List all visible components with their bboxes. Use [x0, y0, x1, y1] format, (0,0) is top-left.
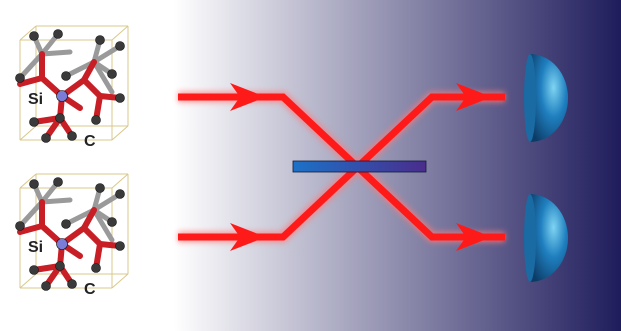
- carbon-atom: [67, 131, 77, 141]
- detector-top-rim: [524, 54, 536, 142]
- carbon-atom: [61, 219, 71, 229]
- bond: [81, 59, 97, 83]
- bond: [81, 77, 103, 99]
- carbon-atom: [91, 263, 101, 273]
- cell-edge: [19, 125, 37, 141]
- carbon-atom: [29, 117, 39, 127]
- carbon-atom: [29, 31, 39, 41]
- silicon-atom: [56, 90, 68, 102]
- carbon-label: C: [84, 281, 96, 298]
- carbon-atom: [53, 29, 63, 39]
- beam-splitter: [292, 160, 427, 173]
- cell-edge: [19, 273, 37, 289]
- input-arrow-top: [230, 83, 266, 111]
- sic-crystal-top: SiC: [15, 25, 129, 150]
- bond: [91, 207, 115, 243]
- carbon-atom: [61, 71, 71, 81]
- detector-bottom-dome: [530, 194, 568, 282]
- carbon-atom: [115, 93, 125, 103]
- silicon-label: Si: [28, 239, 43, 256]
- carbon-atom: [115, 241, 125, 251]
- carbon-atom: [29, 179, 39, 189]
- cell-edge: [111, 273, 129, 289]
- bond: [81, 207, 97, 231]
- cell-edge: [111, 25, 129, 41]
- bond: [17, 223, 45, 235]
- bond: [91, 59, 115, 95]
- bond: [91, 191, 123, 213]
- carbon-atom: [91, 115, 101, 125]
- carbon-atom: [41, 133, 51, 143]
- detector-bottom-rim: [524, 194, 536, 282]
- cell-edge: [111, 125, 129, 141]
- carbon-atom: [55, 261, 65, 271]
- detector-top-dome: [530, 54, 568, 142]
- carbon-atom: [115, 189, 125, 199]
- carbon-atom: [107, 69, 117, 79]
- carbon-atom: [115, 41, 125, 51]
- bond: [81, 225, 103, 247]
- cell-edge: [19, 173, 37, 189]
- silicon-atom: [56, 238, 68, 250]
- output-arrow-bottom: [456, 223, 492, 251]
- detector-bottom: [524, 194, 568, 282]
- carbon-atom: [95, 183, 105, 193]
- bond: [17, 199, 45, 229]
- cell-edge: [19, 25, 37, 41]
- carbon-atom: [53, 177, 63, 187]
- carbon-atom: [67, 279, 77, 289]
- bond: [91, 43, 123, 65]
- carbon-atom: [107, 217, 117, 227]
- bond: [17, 51, 45, 81]
- carbon-label: C: [84, 133, 96, 150]
- output-arrow-top: [456, 83, 492, 111]
- bond: [39, 197, 73, 205]
- carbon-atom: [55, 113, 65, 123]
- detector-top: [524, 54, 568, 142]
- bond: [39, 49, 73, 57]
- carbon-atom: [15, 73, 25, 83]
- carbon-atom: [15, 221, 25, 231]
- silicon-label: Si: [28, 91, 43, 108]
- bond: [17, 75, 45, 87]
- cell-edge: [111, 173, 129, 189]
- sic-crystal-bottom: SiC: [15, 173, 129, 298]
- carbon-atom: [29, 265, 39, 275]
- input-arrow-bottom: [230, 223, 266, 251]
- carbon-atom: [41, 281, 51, 291]
- carbon-atom: [95, 35, 105, 45]
